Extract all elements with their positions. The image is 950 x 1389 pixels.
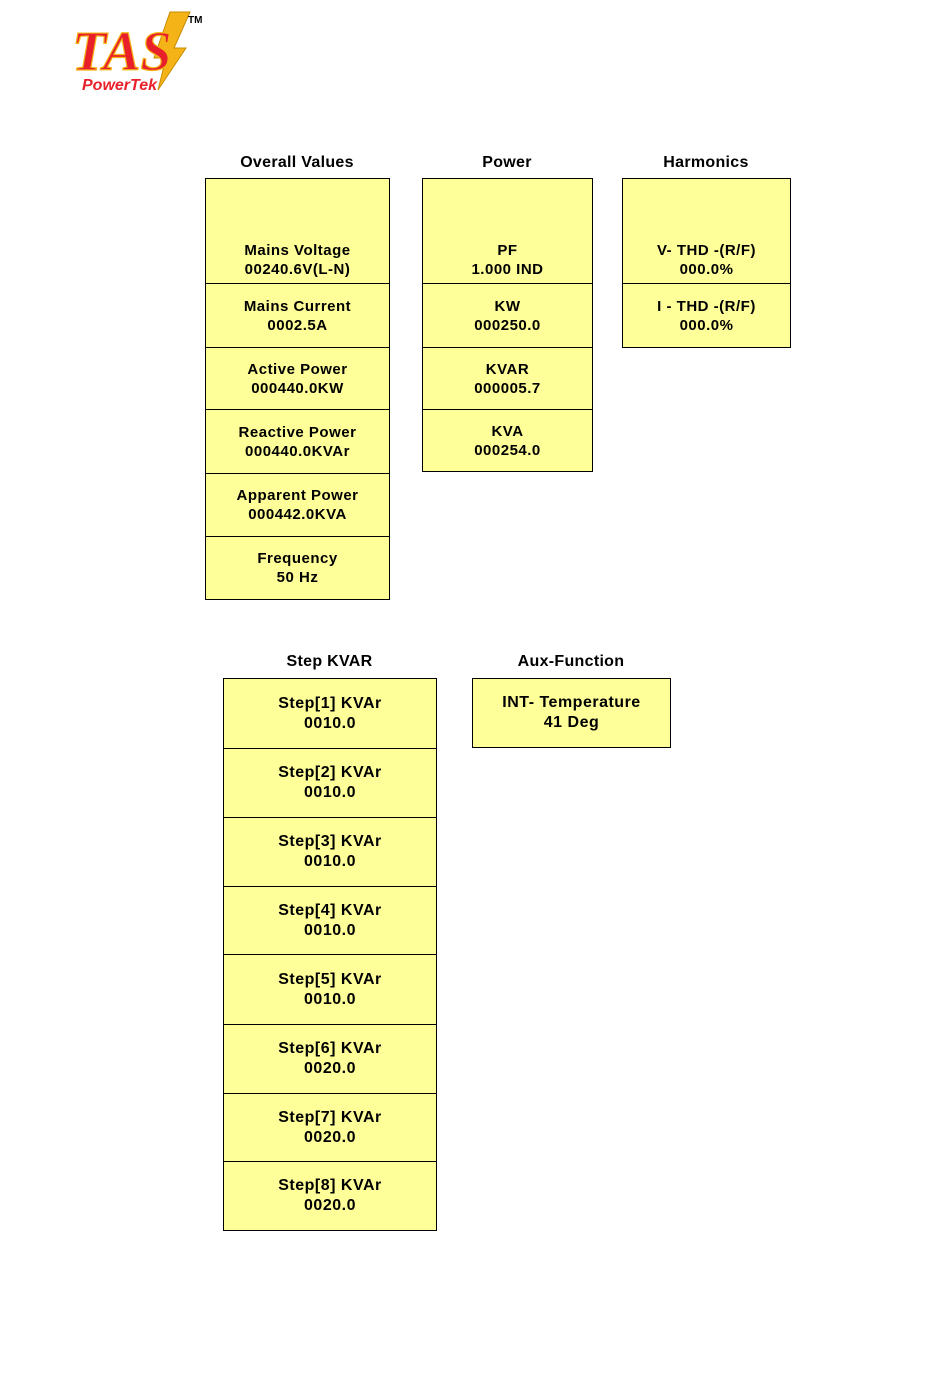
apparent-power-cell[interactable]: Apparent Power 000442.0KVA: [206, 473, 389, 536]
cell-value: 0020.0: [304, 1128, 356, 1146]
kva-cell[interactable]: KVA 000254.0: [423, 409, 592, 471]
reactive-power-cell[interactable]: Reactive Power 000440.0KVAr: [206, 409, 389, 473]
overall-values-panel: Mains Voltage 00240.6V(L-N) Mains Curren…: [205, 178, 390, 600]
cell-label: INT- Temperature: [502, 694, 641, 711]
cell-value: 0010.0: [304, 853, 356, 870]
cell-value: 0020.0: [304, 1060, 356, 1077]
cell-label: Mains Voltage: [244, 242, 351, 259]
cell-label: KW: [494, 297, 521, 315]
cell-value: 000250.0: [474, 316, 541, 334]
step-kvar-title: Step KVAR: [286, 653, 373, 670]
tas-powertek-logo: TAS PowerTek TM: [62, 8, 212, 98]
cell-value: 0010.0: [304, 921, 356, 939]
overall-values-title: Overall Values: [240, 154, 354, 171]
step-2-cell[interactable]: Step[2] KVAr 0010.0: [224, 748, 436, 817]
mains-current-cell[interactable]: Mains Current 0002.5A: [206, 283, 389, 347]
i-thd-cell[interactable]: I - THD -(R/F) 000.0%: [623, 283, 790, 347]
cell-label: Step[2] KVAr: [278, 764, 382, 781]
step-6-cell[interactable]: Step[6] KVAr 0020.0: [224, 1024, 436, 1093]
kvar-cell[interactable]: KVAR 000005.7: [423, 347, 592, 409]
cell-value: 00240.6V(L-N): [244, 261, 351, 278]
cell-value: 0010.0: [304, 714, 356, 732]
cell-label: Step[6] KVAr: [278, 1040, 382, 1057]
cell-label: KVA: [491, 422, 524, 440]
aux-function-panel: INT- Temperature 41 Deg: [472, 678, 671, 748]
cell-value: 0010.0: [304, 784, 356, 801]
step-3-cell[interactable]: Step[3] KVAr 0010.0: [224, 817, 436, 886]
frequency-cell[interactable]: Frequency 50 Hz: [206, 536, 389, 599]
logo-text-powertek: PowerTek: [82, 77, 158, 94]
cell-label: Apparent Power: [236, 487, 359, 504]
cell-label: Step[4] KVAr: [278, 901, 382, 919]
cell-value: 0002.5A: [267, 316, 328, 334]
cell-label: I - THD -(R/F): [657, 297, 756, 315]
power-title: Power: [482, 154, 532, 171]
cell-value: 000442.0KVA: [248, 506, 347, 523]
cell-value: 000440.0KVAr: [245, 442, 350, 460]
step-1-cell[interactable]: Step[1] KVAr 0010.0: [224, 679, 436, 748]
int-temperature-cell[interactable]: INT- Temperature 41 Deg: [473, 679, 670, 747]
cell-label: PF: [497, 242, 518, 259]
harmonics-panel: V- THD -(R/F) 000.0% I - THD -(R/F) 000.…: [622, 178, 791, 348]
logo-trademark: TM: [188, 15, 202, 26]
cell-label: Step[3] KVAr: [278, 833, 382, 850]
cell-value: 1.000 IND: [471, 261, 544, 278]
cell-label: Mains Current: [243, 297, 352, 315]
cell-value: 000005.7: [474, 379, 541, 397]
cell-label: Step[5] KVAr: [278, 970, 382, 988]
power-panel: PF 1.000 IND KW 000250.0 KVAR 000005.7 K…: [422, 178, 593, 472]
logo-text-tas: TAS: [72, 21, 172, 83]
step-8-cell[interactable]: Step[8] KVAr 0020.0: [224, 1161, 436, 1230]
mains-voltage-cell[interactable]: Mains Voltage 00240.6V(L-N): [206, 179, 389, 283]
cell-label: Frequency: [257, 550, 338, 567]
kw-cell[interactable]: KW 000250.0: [423, 283, 592, 347]
step-4-cell[interactable]: Step[4] KVAr 0010.0: [224, 886, 436, 954]
cell-label: Active Power: [247, 360, 348, 378]
pf-cell[interactable]: PF 1.000 IND: [423, 179, 592, 283]
cell-value: 50 Hz: [276, 569, 319, 586]
cell-value: 0020.0: [304, 1197, 356, 1214]
step-kvar-panel: Step[1] KVAr 0010.0 Step[2] KVAr 0010.0 …: [223, 678, 437, 1231]
cell-value: 000254.0: [474, 441, 541, 459]
cell-label: V- THD -(R/F): [657, 242, 756, 259]
cell-label: Step[8] KVAr: [278, 1177, 382, 1194]
cell-value: 000.0%: [679, 261, 734, 278]
cell-value: 41 Deg: [543, 714, 600, 731]
cell-value: 000.0%: [679, 316, 734, 334]
harmonics-title: Harmonics: [663, 154, 749, 171]
cell-value: 000440.0KW: [251, 379, 344, 397]
aux-function-title: Aux-Function: [517, 653, 625, 670]
cell-label: KVAR: [485, 360, 530, 378]
cell-value: 0010.0: [304, 990, 356, 1008]
cell-label: Reactive Power: [238, 423, 357, 441]
v-thd-cell[interactable]: V- THD -(R/F) 000.0%: [623, 179, 790, 283]
cell-label: Step[1] KVAr: [278, 694, 382, 712]
active-power-cell[interactable]: Active Power 000440.0KW: [206, 347, 389, 409]
step-5-cell[interactable]: Step[5] KVAr 0010.0: [224, 954, 436, 1024]
cell-label: Step[7] KVAr: [278, 1108, 382, 1126]
step-7-cell[interactable]: Step[7] KVAr 0020.0: [224, 1093, 436, 1161]
